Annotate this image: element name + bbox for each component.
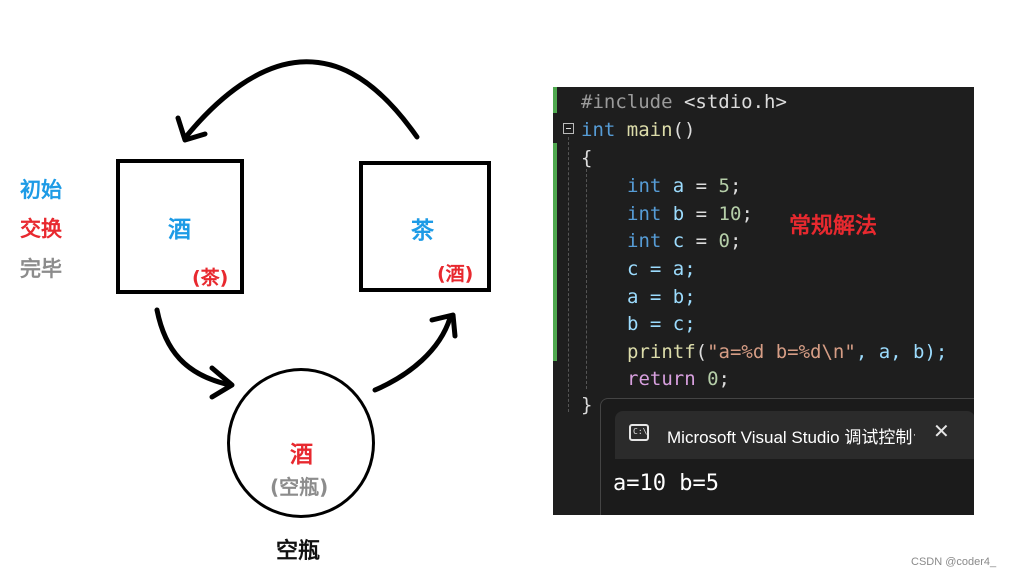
watermark: CSDN @coder4_ [911,556,997,568]
arrow-left-head [209,365,235,400]
empty-bottle-circle: 酒 (空瓶) [227,368,375,518]
code-line-4: int a = 5; [627,175,742,197]
code-line-9: b = c; [627,313,696,335]
code-line-2: int main() [581,119,696,141]
arrow-top-head [175,115,208,143]
code-line-1: #include <stdio.h> [581,91,787,113]
code-line-10: printf("a=%d b=%d\n", a, b); [627,341,948,363]
debug-console-window[interactable]: C:\ Microsoft Visual Studio 调试控制台 ✕ a=10… [600,398,974,515]
cup-b-label: 茶 [411,218,434,244]
arrow-top [182,59,420,141]
code-line-5: int b = 10; [627,203,753,225]
empty-bottle-label: 酒 [290,442,313,468]
empty-bottle-sub: (空瓶) [270,475,329,499]
console-title: Microsoft Visual Studio 调试控制台 [667,428,915,447]
code-line-7: c = a; [627,258,696,280]
code-line-6: int c = 0; [627,230,742,252]
swap-arrows [154,59,458,400]
annotation-common-solution: 常规解法 [789,214,878,239]
console-app-icon: C:\ [629,424,649,441]
change-marker [553,143,557,361]
cup-a-box: 酒 (茶) [116,159,244,294]
legend-initial: 初始 [20,178,62,202]
empty-bottle-caption: 空瓶 [276,539,321,564]
cup-a-swapped: (茶) [192,267,229,289]
indent-guide [568,137,569,412]
legend-done: 完毕 [20,257,62,281]
cup-b-box: 茶 (酒) [359,161,491,292]
close-icon[interactable]: ✕ [933,419,950,443]
code-editor: #include <stdio.h> int main() { int a = … [553,87,974,515]
arrow-right-head [429,312,458,339]
legend-swap: 交换 [20,217,62,241]
change-marker [553,87,557,113]
cup-b-swapped: (酒) [437,263,474,285]
fold-toggle-icon[interactable] [563,123,574,134]
console-tab[interactable]: C:\ Microsoft Visual Studio 调试控制台 ✕ [615,411,974,459]
code-line-12: } [581,394,593,416]
arrow-right [372,315,453,393]
code-line-3: { [581,147,593,169]
code-line-8: a = b; [627,286,696,308]
arrow-left [154,307,233,388]
console-output: a=10 b=5 [613,471,719,496]
code-line-11: return 0; [627,368,730,390]
indent-guide [586,169,587,389]
cup-a-label: 酒 [168,217,191,243]
